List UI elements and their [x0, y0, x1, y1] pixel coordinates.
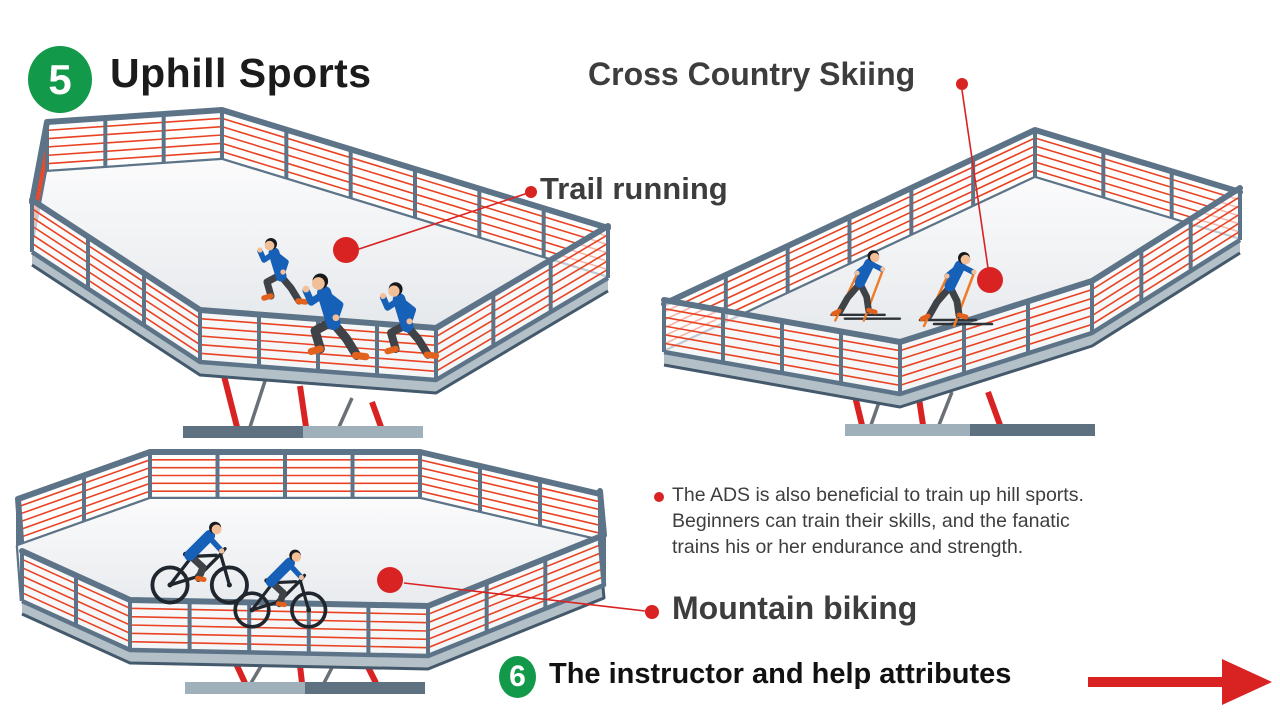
cross-country-skiing-platform	[661, 127, 1243, 436]
runner-figure	[257, 238, 309, 305]
support-legs	[183, 367, 423, 438]
connector-line	[349, 192, 529, 253]
mountain-biker-figure	[233, 549, 328, 629]
skier-figure	[918, 252, 994, 328]
red-marker-ball	[377, 567, 403, 593]
runner-figure	[302, 273, 370, 361]
skier-figure	[830, 250, 902, 322]
mountain-biking-platform	[15, 449, 607, 694]
callout-markers	[333, 78, 1272, 705]
red-marker-ball	[977, 267, 1003, 293]
label-dot	[645, 605, 659, 619]
trail-running-platform	[29, 107, 611, 438]
connector-line	[403, 582, 646, 612]
runner-figure	[379, 282, 440, 360]
label-dot	[956, 78, 968, 90]
right-arrow-icon	[1088, 659, 1272, 705]
mountain-biker-figure	[150, 521, 249, 605]
railing	[661, 185, 1243, 397]
connector-line	[961, 89, 989, 269]
railing	[19, 488, 607, 659]
note-bullet-dot	[654, 492, 664, 502]
red-marker-ball	[333, 237, 359, 263]
label-dot	[525, 186, 537, 198]
